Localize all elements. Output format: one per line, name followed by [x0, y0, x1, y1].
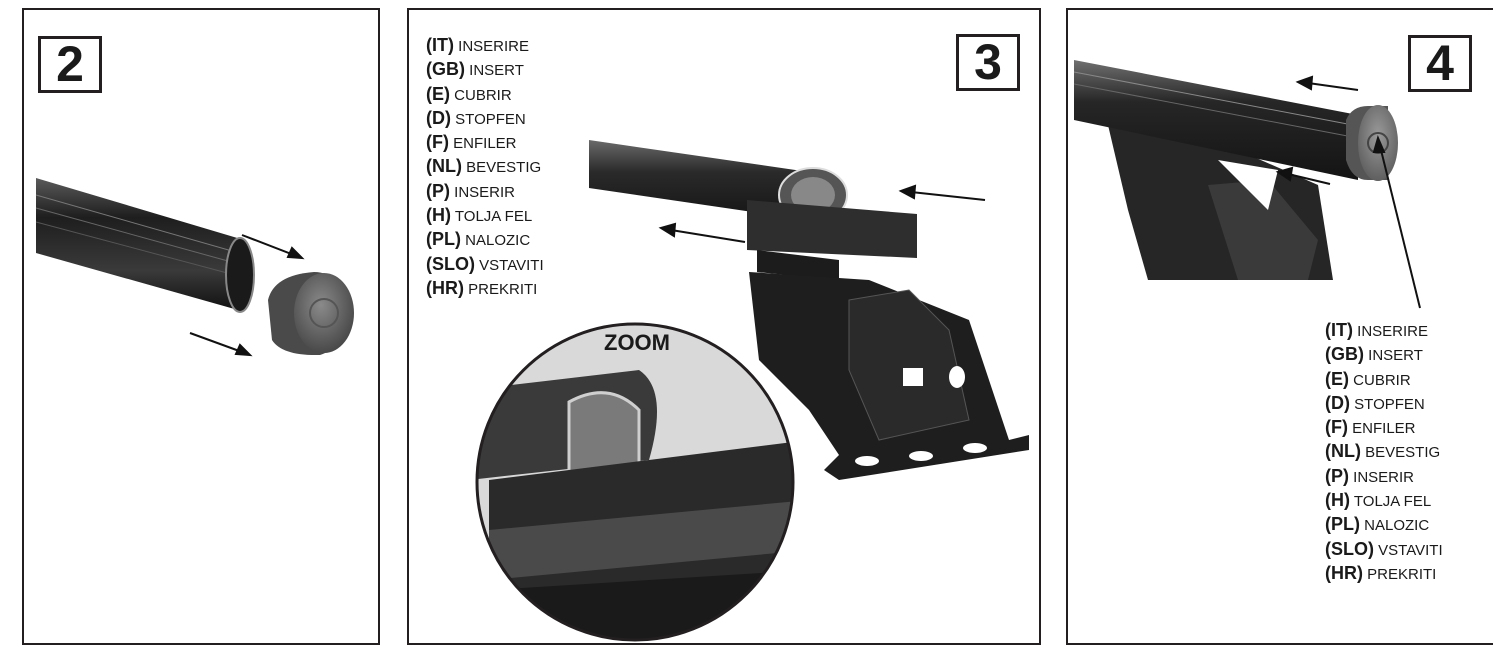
end-cap [1346, 105, 1398, 181]
lang-item: (IT) INSERIRE [426, 35, 530, 55]
language-instructions-step-4: (IT) INSERIRE (GB) INSERT (E) CUBRIR (D)… [1325, 319, 1443, 586]
step-number-4: 4 [1408, 35, 1472, 92]
panel-step-3: (IT) INSERIRE (GB) INSERT (E) CUBRIR (D)… [407, 8, 1041, 645]
lang-item: (NL) BEVESTIG [1325, 441, 1441, 462]
lang-item: (HR) PREKRITI [426, 277, 538, 298]
step-number-3: 3 [956, 34, 1020, 91]
zoom-label: ZOOM [604, 330, 670, 355]
roof-bar [35, 178, 255, 313]
bar-with-cap-illustration [1073, 60, 1421, 309]
lang-item: (F) ENFILER [426, 132, 517, 153]
zoom-detail [475, 322, 795, 642]
insert-arrows [189, 234, 305, 357]
lang-item: (GB) INSERT [1325, 344, 1423, 365]
lang-item: (H) TOLJA FEL [1325, 490, 1432, 511]
lang-item: (P) INSERIR [426, 180, 516, 201]
step-number-2: 2 [38, 36, 102, 93]
lang-item: (D) STOPFEN [1325, 392, 1425, 413]
insert-arrows [658, 184, 986, 243]
roof-rack-foot [1108, 125, 1333, 280]
roof-bar [1073, 60, 1359, 180]
lang-item: (E) CUBRIR [426, 83, 512, 104]
language-instructions-step-3: (IT) INSERIRE (GB) INSERT (E) CUBRIR (D)… [426, 34, 544, 301]
lang-item: (D) STOPFEN [426, 107, 526, 128]
panel-step-4: 4 [1066, 8, 1493, 645]
pointer-arrows [1275, 75, 1421, 309]
bar-foot-assembly-illustration [475, 140, 1029, 642]
lang-item: (PL) NALOZIC [1325, 514, 1430, 535]
lang-item: (SLO) VSTAVITI [1325, 538, 1443, 559]
lang-item: (F) ENFILER [1325, 417, 1416, 438]
lang-item: (PL) NALOZIC [426, 229, 531, 250]
lang-item: (H) TOLJA FEL [426, 205, 533, 226]
roof-rack-foot [747, 200, 1029, 480]
lang-item: (SLO) VSTAVITI [426, 253, 544, 274]
lang-item: (E) CUBRIR [1325, 368, 1411, 389]
panel-step-2: 2 [22, 8, 380, 645]
bar-and-end-cap-illustration [35, 178, 354, 357]
lang-item: (NL) BEVESTIG [426, 156, 542, 177]
end-cap [268, 272, 354, 356]
lang-item: (GB) INSERT [426, 59, 524, 80]
lang-item: (IT) INSERIRE [1325, 320, 1429, 340]
lang-item: (P) INSERIR [1325, 465, 1415, 486]
lang-item: (HR) PREKRITI [1325, 562, 1437, 583]
